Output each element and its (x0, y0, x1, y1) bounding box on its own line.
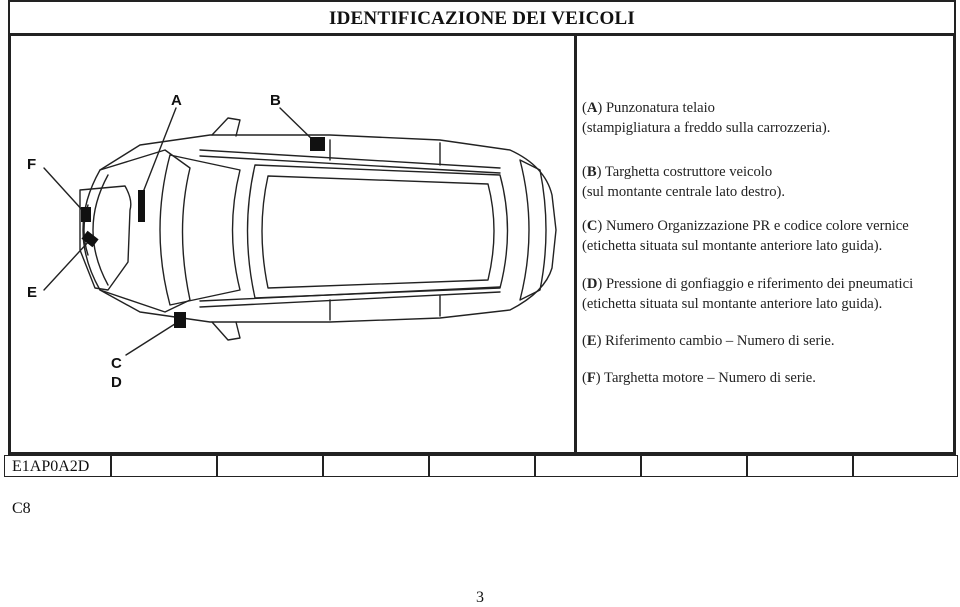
label-a: A (171, 92, 182, 109)
engine-compartment (79, 185, 132, 291)
roof-rail-top (199, 149, 501, 169)
label-c: C (111, 355, 122, 372)
label-e: E (27, 284, 38, 301)
mirror-bottom (211, 321, 241, 341)
code-cell (322, 455, 430, 477)
roof-outline (246, 164, 509, 299)
frame-divider (574, 33, 577, 455)
title-bar: IDENTIFICAZIONE DEI VEICOLI (8, 0, 956, 34)
caption-d: (D) Pressione di gonfiaggio e riferiment… (582, 276, 914, 312)
code-cell (216, 455, 324, 477)
page-title: IDENTIFICAZIONE DEI VEICOLI (329, 8, 635, 29)
document-code: E1AP0A2D (12, 458, 90, 475)
marker-cd (174, 312, 186, 328)
caption-b: (B) Targhetta costruttore veicolo (sul m… (582, 164, 786, 200)
leader-f (43, 167, 85, 213)
label-d: D (111, 374, 122, 391)
rear-window-outline (519, 159, 547, 301)
hood-outline (99, 149, 191, 313)
leader-e (43, 239, 91, 291)
code-cell (110, 455, 218, 477)
marker-a (138, 190, 145, 222)
code-cell (4, 455, 112, 477)
diagram-frame (8, 33, 956, 455)
marker-e (81, 230, 99, 248)
code-cell (534, 455, 642, 477)
marker-b (310, 137, 325, 151)
roof-rail-bottom (199, 291, 501, 308)
marker-f (81, 207, 91, 222)
code-cell (852, 455, 958, 477)
windshield-outline (159, 154, 241, 306)
code-cell (640, 455, 748, 477)
code-cell (428, 455, 536, 477)
code-strip (4, 455, 958, 479)
caption-f: (F) Targhetta motore – Numero di serie. (582, 370, 816, 386)
mirror-top (211, 117, 241, 137)
page-number: 3 (476, 589, 484, 606)
section-code: C8 (12, 500, 31, 517)
label-f: F (27, 156, 37, 173)
caption-e: (E) Riferimento cambio – Numero di serie… (582, 333, 835, 349)
leader-a (139, 107, 177, 201)
leader-cd (125, 321, 179, 356)
caption-c: (C) Numero Organizzazione PR e codice co… (582, 218, 909, 254)
label-b: B (270, 92, 281, 109)
caption-a: (A) Punzonatura telaio (stampigliatura a… (582, 100, 831, 136)
vehicle-diagram (43, 107, 557, 356)
code-cell (746, 455, 854, 477)
